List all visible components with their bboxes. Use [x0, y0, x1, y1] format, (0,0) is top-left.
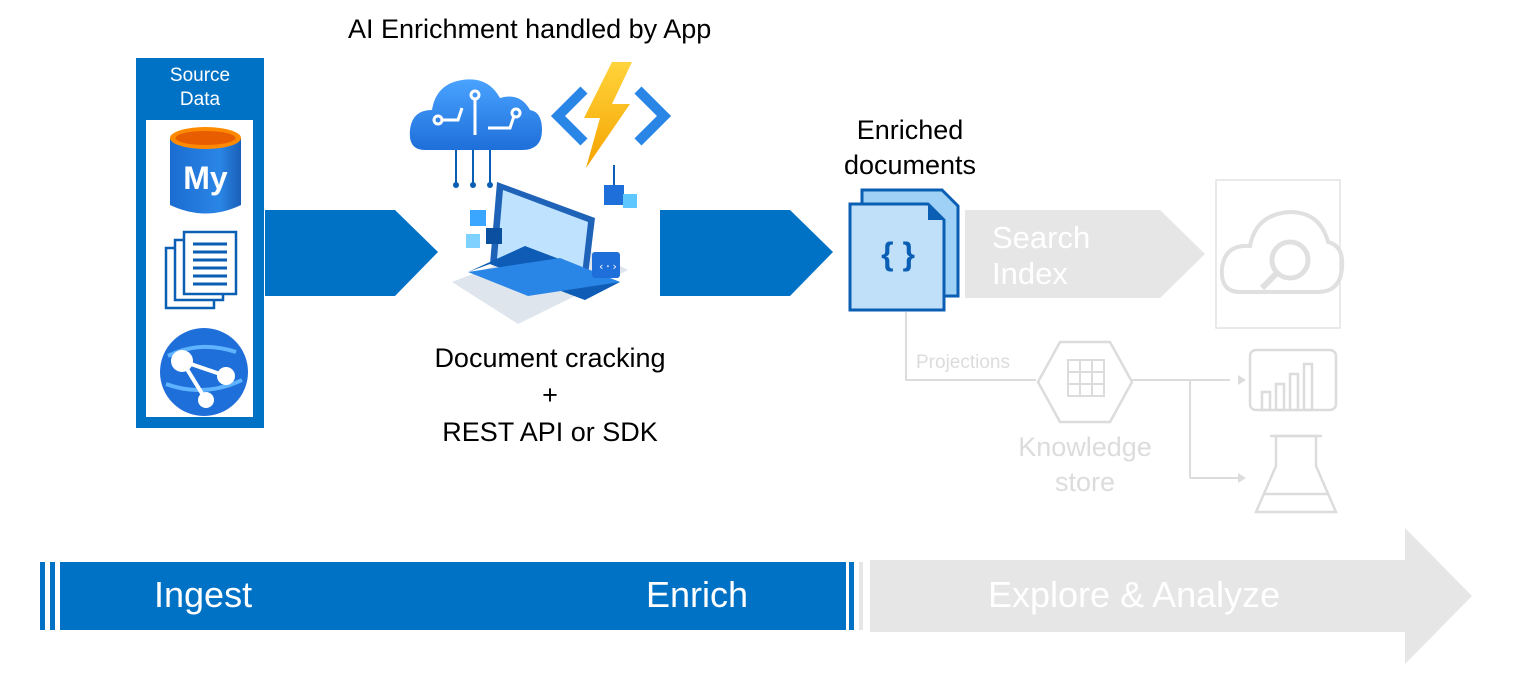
projections-label: Projections [914, 352, 1012, 374]
search-index-line2: Index [992, 256, 1068, 291]
enriched-line2: documents [843, 150, 977, 180]
ingest-flow-arrow [265, 210, 438, 296]
source-title-line1: Source [169, 65, 231, 86]
enriched-line1: Enriched [856, 115, 964, 145]
machine-learning-icon [1254, 434, 1338, 514]
laptop-icon: ‹·› [452, 165, 637, 324]
search-index-label: Search Index [992, 220, 1090, 292]
enriched-documents-label: Enriched documents [820, 113, 1000, 183]
enrichment-title: AI Enrichment handled by App [348, 14, 712, 44]
json-braces-glyph: { } [881, 236, 915, 272]
timeline-enrich: Enrich [646, 574, 749, 615]
svg-text:‹·›: ‹·› [598, 260, 618, 273]
mysql-database-icon [170, 127, 241, 214]
knowledge-line2: store [1054, 467, 1116, 497]
caption-line2: + [542, 380, 558, 410]
source-title-line2: Data [179, 89, 221, 110]
enrichment-caption: Document cracking + REST API or SDK [380, 340, 720, 451]
knowledge-store-icon [1036, 340, 1134, 424]
timeline-explore: Explore & Analyze [988, 574, 1281, 615]
cognitive-cloud-icon [409, 79, 542, 188]
knowledge-line1: Knowledge [1018, 432, 1152, 462]
power-bi-icon [1248, 348, 1338, 412]
caption-line3: REST API or SDK [442, 417, 658, 447]
timeline-arrow [40, 528, 1472, 664]
search-index-arrow [965, 210, 1205, 298]
caption-line1: Document cracking [434, 343, 666, 373]
web-globe-icon [160, 328, 248, 416]
azure-function-icon [550, 62, 672, 168]
enrich-flow-arrow [660, 210, 833, 296]
documents-icon [164, 230, 238, 310]
search-cloud-icon [1215, 179, 1345, 329]
source-data-title: Source Data [136, 64, 264, 112]
mysql-label: My [183, 160, 228, 196]
enriched-documents-icon [848, 188, 960, 312]
search-index-line1: Search [992, 220, 1091, 255]
knowledge-store-label: Knowledge store [1000, 430, 1170, 500]
projections-connector [905, 312, 1240, 479]
timeline-ingest: Ingest [154, 574, 253, 615]
